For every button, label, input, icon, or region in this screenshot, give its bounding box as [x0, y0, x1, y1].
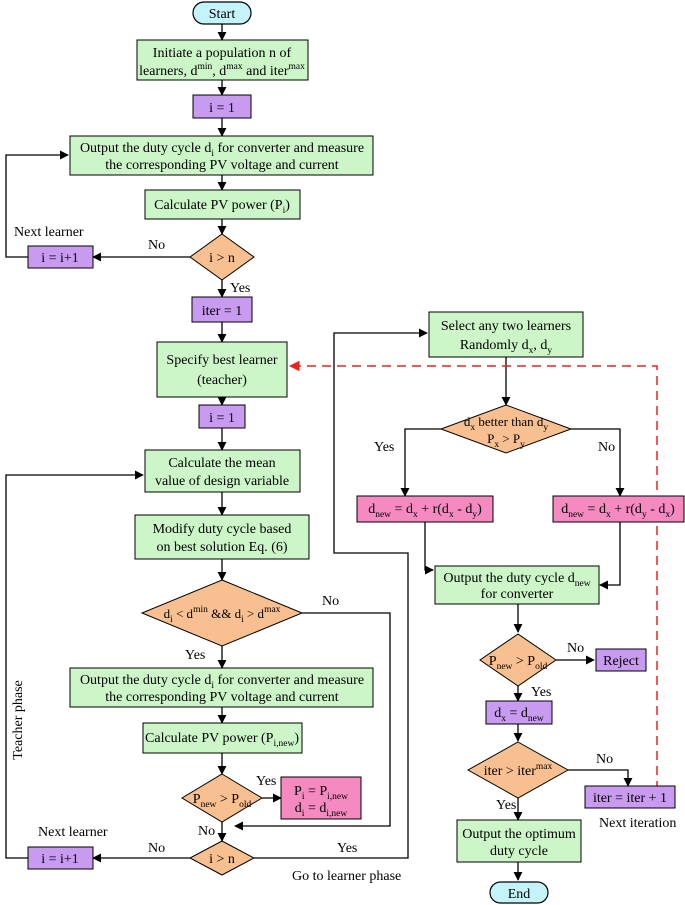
svg-text:for converter: for converter	[481, 587, 554, 602]
next-iteration-label: Next iteration	[599, 816, 676, 831]
svg-text:Reject: Reject	[603, 654, 639, 669]
svg-text:duty cycle: duty cycle	[490, 844, 548, 859]
yes-label: Yes	[337, 841, 357, 856]
svg-text:iter > itermax: iter > itermax	[484, 762, 553, 779]
output-duty-cycle-measure-box: Output the duty cycle di for converter a…	[69, 135, 374, 176]
dnew-update-right-box: dnew = dx + r(dy - dx)	[552, 495, 685, 523]
svg-text:(teacher): (teacher)	[197, 373, 247, 388]
next-learner-label: Next learner	[14, 225, 84, 240]
dnew-update-left-box: dnew = dx + r(dx - dy)	[356, 495, 494, 523]
go-to-learner-phase-label: Go to learner phase	[292, 869, 401, 884]
calculate-mean-box: Calculate the mean value of design varia…	[144, 449, 301, 493]
decision-pnew-greater-pold-learner: Pnew > Pold	[479, 633, 557, 687]
svg-text:Specify best learner: Specify best learner	[166, 353, 278, 368]
iter-increment-box: iter = iter + 1	[584, 785, 676, 809]
svg-text:i > n: i > n	[209, 852, 235, 867]
decision-dx-better-dy: dx better than dy Px > Py	[439, 404, 573, 454]
decision-i-greater-n: i > n	[188, 840, 256, 876]
no-label: No	[567, 641, 584, 656]
svg-text:Select any two learners: Select any two learners	[441, 319, 571, 334]
decision-iter-greater-max: iter > itermax	[466, 741, 570, 799]
svg-text:i = i+1: i = i+1	[41, 852, 79, 867]
decision-i-greater-n: i > n	[189, 233, 255, 281]
svg-text:Initiate a population n of: Initiate a population n of	[153, 46, 292, 61]
iter-init-box: iter = 1	[191, 296, 253, 323]
svg-text:Start: Start	[209, 7, 236, 22]
no-label: No	[596, 752, 613, 767]
counter-i-reset-box: i = 1	[198, 404, 246, 429]
svg-text:Calculate PV power (Pi): Calculate PV power (Pi)	[154, 198, 290, 216]
svg-text:Pi = Pi,new: Pi = Pi,new	[294, 784, 348, 802]
increment-i-box: i = i+1	[27, 846, 94, 870]
yes-label: Yes	[374, 440, 394, 455]
decision-pnew-greater-pold: Pnew > Pold	[181, 773, 263, 823]
no-label: No	[198, 824, 215, 839]
svg-text:dx = dnew: dx = dnew	[494, 706, 544, 724]
next-learner-label: Next learner	[38, 825, 108, 840]
assign-best-box: Pi = Pi,new di = di,new	[280, 776, 362, 820]
svg-text:dnew = dx + r(dx - dy): dnew = dx + r(dx - dy)	[368, 502, 482, 520]
yes-label: Yes	[185, 648, 205, 663]
yes-label: Yes	[230, 281, 250, 296]
yes-label: Yes	[531, 685, 551, 700]
reject-box: Reject	[595, 648, 647, 672]
svg-text:Px > Py: Px > Py	[487, 431, 525, 450]
end-terminal: End	[489, 881, 549, 904]
svg-text:di = di,new: di = di,new	[295, 801, 348, 819]
teacher-phase-label: Teacher phase	[11, 680, 26, 759]
svg-text:iter = iter + 1: iter = iter + 1	[593, 791, 667, 806]
decision-duty-bounds: di < dmin && di > dmax	[140, 579, 304, 647]
yes-label: Yes	[496, 798, 516, 813]
svg-text:Output the duty cycle di for c: Output the duty cycle di for converter a…	[80, 141, 364, 159]
calculate-pv-power-box: Calculate PV power (Pi)	[144, 189, 301, 220]
svg-text:i = 1: i = 1	[209, 101, 235, 116]
svg-text:di < dmin && di > dmax: di < dmin && di > dmax	[164, 605, 281, 625]
increment-i-box: i = i+1	[27, 245, 94, 269]
select-two-learners-box: Select any two learners Randomly dx, dy	[428, 311, 584, 358]
svg-text:the corresponding PV voltage a: the corresponding PV voltage and current	[105, 158, 339, 173]
svg-text:Output the duty cycle di for c: Output the duty cycle di for converter a…	[80, 673, 364, 691]
output-duty-cycle-measure-box: Output the duty cycle di for converter a…	[69, 667, 374, 708]
output-optimum-box: Output the optimum duty cycle	[456, 819, 582, 863]
svg-text:Calculate PV power (Pi,new): Calculate PV power (Pi,new)	[145, 731, 299, 749]
svg-text:Pnew > Pold: Pnew > Pold	[489, 654, 548, 672]
initialize-population-box: Initiate a population n of learners, dmi…	[136, 39, 309, 81]
svg-text:the corresponding PV voltage a: the corresponding PV voltage and current	[105, 690, 339, 705]
dx-equals-dnew-box: dx = dnew	[485, 700, 553, 725]
start-terminal: Start	[192, 1, 252, 25]
svg-text:dnew = dx + r(dy - dx): dnew = dx + r(dy - dx)	[561, 502, 675, 520]
modify-duty-cycle-box: Modify duty cycle based on best solution…	[134, 514, 310, 560]
svg-text:on best solution Eq. (6): on best solution Eq. (6)	[156, 540, 287, 555]
svg-text:value of design variable: value of design variable	[155, 474, 289, 489]
svg-text:End: End	[508, 887, 531, 902]
svg-text:Pnew > Pold: Pnew > Pold	[193, 792, 252, 810]
calculate-pv-power-new-box: Calculate PV power (Pi,new)	[142, 722, 303, 754]
no-label: No	[148, 238, 165, 253]
svg-text:learners, dmin, dmax and iterm: learners, dmin, dmax and itermax	[139, 62, 305, 79]
output-dnew-box: Output the duty cycle dnew for converter	[434, 565, 600, 605]
svg-text:Calculate the mean: Calculate the mean	[168, 456, 275, 471]
svg-text:i = 1: i = 1	[209, 411, 235, 426]
counter-i-init-box: i = 1	[192, 94, 252, 119]
no-label: No	[322, 594, 339, 609]
svg-text:i = i+1: i = i+1	[41, 251, 79, 266]
svg-text:iter = 1: iter = 1	[202, 304, 243, 319]
svg-text:dx better than dy: dx better than dy	[464, 414, 548, 433]
svg-text:i > n: i > n	[209, 251, 235, 266]
specify-best-learner-box: Specify best learner (teacher)	[156, 341, 288, 398]
svg-text:Output the duty cycle dnew: Output the duty cycle dnew	[443, 571, 590, 589]
svg-text:Output the optimum: Output the optimum	[462, 827, 576, 842]
connector-lines	[5, 24, 658, 881]
no-label: No	[598, 440, 615, 455]
svg-text:Modify duty cycle based: Modify duty cycle based	[153, 522, 292, 537]
svg-text:Randomly dx, dy: Randomly dx, dy	[460, 338, 553, 356]
no-label: No	[148, 841, 165, 856]
yes-label: Yes	[256, 774, 276, 789]
